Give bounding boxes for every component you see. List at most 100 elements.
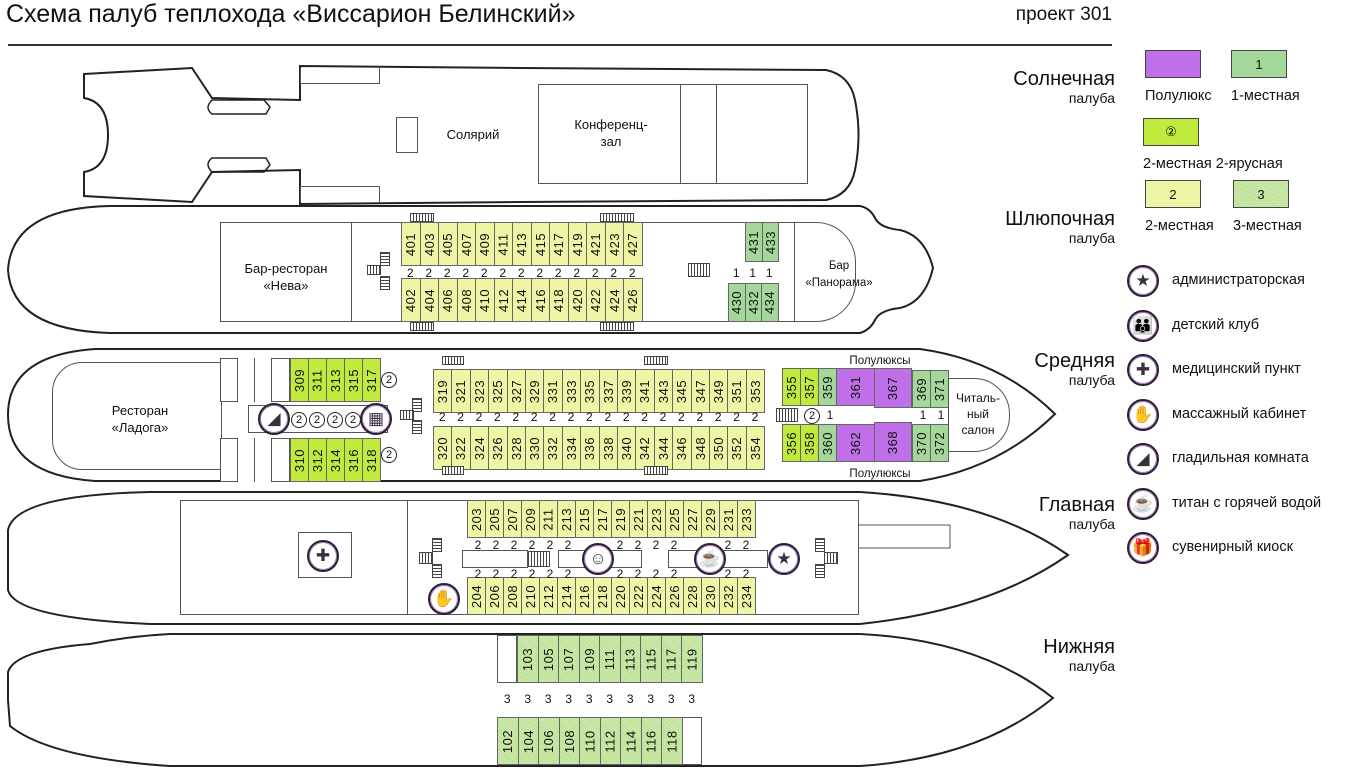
cabin-330[interactable]: 330	[525, 426, 545, 470]
cabin-227[interactable]: 227	[683, 500, 702, 538]
cabin-420[interactable]: 420	[567, 278, 587, 322]
cabin-231[interactable]: 231	[719, 500, 738, 538]
cabin-212[interactable]: 212	[539, 577, 558, 615]
cabin-313[interactable]: 313	[326, 358, 345, 402]
cabin-104[interactable]: 104	[517, 717, 539, 765]
cabin-341[interactable]: 341	[635, 369, 655, 413]
cabin-368[interactable]: 368	[874, 422, 912, 462]
cabin-205[interactable]: 205	[485, 500, 504, 538]
cabin-110[interactable]: 110	[579, 717, 601, 765]
cabin-206[interactable]: 206	[485, 577, 504, 615]
cabin-331[interactable]: 331	[543, 369, 563, 413]
cabin-225[interactable]: 225	[665, 500, 684, 538]
cabin-415[interactable]: 415	[530, 222, 550, 266]
cabin-339[interactable]: 339	[617, 369, 637, 413]
cabin-224[interactable]: 224	[647, 577, 666, 615]
cabin-116[interactable]: 116	[640, 717, 662, 765]
cabin-416[interactable]: 416	[530, 278, 550, 322]
cabin-109[interactable]: 109	[578, 635, 600, 683]
cabin-316[interactable]: 316	[344, 438, 363, 482]
cabin-209[interactable]: 209	[521, 500, 540, 538]
cabin-230[interactable]: 230	[701, 577, 720, 615]
cabin-431[interactable]: 431	[745, 222, 763, 262]
cabin-407[interactable]: 407	[456, 222, 476, 266]
cabin-117[interactable]: 117	[660, 635, 682, 683]
cabin-119[interactable]: 119	[681, 635, 703, 683]
cabin-404[interactable]: 404	[419, 278, 439, 322]
cabin-312[interactable]: 312	[308, 438, 327, 482]
cabin-320[interactable]: 320	[433, 426, 453, 470]
cabin-401[interactable]: 401	[401, 222, 421, 266]
cabin-344[interactable]: 344	[653, 426, 674, 470]
cabin-213[interactable]: 213	[557, 500, 576, 538]
cabin-347[interactable]: 347	[690, 369, 710, 413]
cabin-315[interactable]: 315	[344, 358, 363, 402]
cabin-356[interactable]: 356	[782, 424, 801, 462]
cabin-418[interactable]: 418	[549, 278, 569, 322]
cabin-423[interactable]: 423	[604, 222, 624, 266]
cabin-220[interactable]: 220	[611, 577, 630, 615]
cabin-410[interactable]: 410	[475, 278, 495, 322]
cabin-360[interactable]: 360	[818, 424, 837, 462]
cabin-411[interactable]: 411	[493, 222, 513, 266]
cabin-203[interactable]: 203	[467, 500, 486, 538]
cabin-328[interactable]: 328	[506, 426, 526, 470]
cabin-362[interactable]: 362	[836, 424, 875, 462]
cabin-207[interactable]: 207	[503, 500, 522, 538]
cabin-234[interactable]: 234	[737, 577, 756, 615]
cabin-326[interactable]: 326	[488, 426, 508, 470]
cabin-327[interactable]: 327	[506, 369, 526, 413]
cabin-419[interactable]: 419	[567, 222, 587, 266]
cabin-318[interactable]: 318	[362, 438, 381, 482]
cabin-427[interactable]: 427	[623, 222, 643, 266]
cabin-323[interactable]: 323	[469, 369, 490, 413]
cabin-408[interactable]: 408	[456, 278, 476, 322]
cabin-369[interactable]: 369	[912, 370, 931, 408]
cabin-434[interactable]: 434	[761, 283, 779, 322]
cabin-311[interactable]: 311	[308, 358, 327, 402]
cabin-204[interactable]: 204	[467, 577, 486, 615]
cabin-370[interactable]: 370	[912, 424, 931, 462]
cabin-338[interactable]: 338	[598, 426, 618, 470]
cabin-325[interactable]: 325	[488, 369, 508, 413]
cabin-342[interactable]: 342	[635, 426, 655, 470]
cabin-422[interactable]: 422	[586, 278, 606, 322]
cabin-118[interactable]: 118	[661, 717, 683, 765]
cabin-426[interactable]: 426	[623, 278, 643, 322]
cabin-405[interactable]: 405	[438, 222, 458, 266]
cabin-324[interactable]: 324	[469, 426, 490, 470]
cabin-421[interactable]: 421	[586, 222, 606, 266]
cabin-403[interactable]: 403	[419, 222, 439, 266]
cabin-111[interactable]: 111	[599, 635, 621, 683]
cabin-322[interactable]: 322	[451, 426, 471, 470]
cabin-108[interactable]: 108	[558, 717, 580, 765]
cabin-222[interactable]: 222	[629, 577, 648, 615]
cabin-346[interactable]: 346	[672, 426, 692, 470]
cabin-352[interactable]: 352	[727, 426, 747, 470]
cabin-309[interactable]: 309	[290, 358, 309, 402]
cabin-232[interactable]: 232	[719, 577, 738, 615]
cabin-333[interactable]: 333	[561, 369, 582, 413]
cabin-228[interactable]: 228	[683, 577, 702, 615]
cabin-406[interactable]: 406	[438, 278, 458, 322]
cabin-219[interactable]: 219	[611, 500, 630, 538]
cabin-349[interactable]: 349	[709, 369, 729, 413]
cabin-372[interactable]: 372	[930, 424, 949, 462]
cabin-105[interactable]: 105	[537, 635, 559, 683]
cabin-113[interactable]: 113	[619, 635, 641, 683]
cabin-223[interactable]: 223	[647, 500, 666, 538]
cabin-329[interactable]: 329	[525, 369, 545, 413]
cabin-314[interactable]: 314	[326, 438, 345, 482]
cabin-319[interactable]: 319	[433, 369, 453, 413]
cabin-412[interactable]: 412	[493, 278, 513, 322]
cabin-114[interactable]: 114	[620, 717, 642, 765]
cabin-221[interactable]: 221	[629, 500, 648, 538]
cabin-218[interactable]: 218	[593, 577, 612, 615]
cabin-107[interactable]: 107	[558, 635, 580, 683]
cabin-102[interactable]: 102	[497, 717, 519, 765]
cabin-430[interactable]: 430	[728, 283, 746, 322]
cabin-343[interactable]: 343	[653, 369, 674, 413]
cabin-229[interactable]: 229	[701, 500, 720, 538]
cabin-112[interactable]: 112	[599, 717, 621, 765]
cabin-417[interactable]: 417	[549, 222, 569, 266]
